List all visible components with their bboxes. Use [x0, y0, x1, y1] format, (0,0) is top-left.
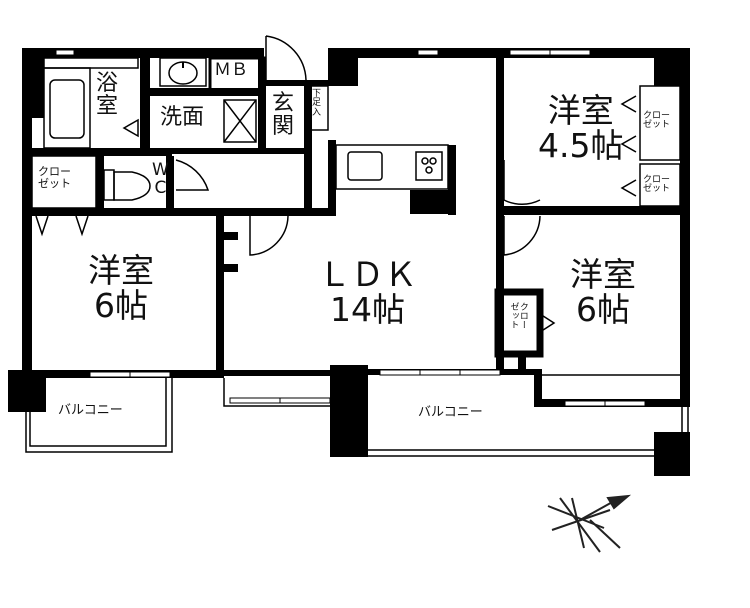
closet-north-2-label: クロー ゼット	[643, 175, 671, 195]
shoe-box-label: 下 足 入	[312, 89, 322, 118]
mb-label: ＭＢ	[214, 60, 248, 80]
closet-left-label: クロー ゼット	[38, 165, 71, 190]
balcony-west-label: バルコニー	[58, 403, 123, 418]
closet-north-1-label: クロー ゼット	[643, 111, 671, 131]
north-arrow-icon	[547, 494, 632, 553]
closet-east-label: クロー ゼット	[508, 302, 528, 329]
bedroom-north-label: 洋室 4.5帖	[538, 91, 624, 165]
bath-label: 浴 室	[96, 71, 119, 120]
ldk-label: ＬＤＫ 14帖	[318, 255, 417, 329]
washroom-label: 洗面	[160, 105, 205, 130]
wc-label: W C	[152, 160, 169, 198]
bedroom-east-label: 洋室 6帖	[570, 255, 636, 329]
bedroom-west-label: 洋室 6帖	[88, 251, 154, 325]
entrance-label: 玄 関	[272, 91, 295, 140]
balcony-south-label: バルコニー	[418, 405, 483, 420]
